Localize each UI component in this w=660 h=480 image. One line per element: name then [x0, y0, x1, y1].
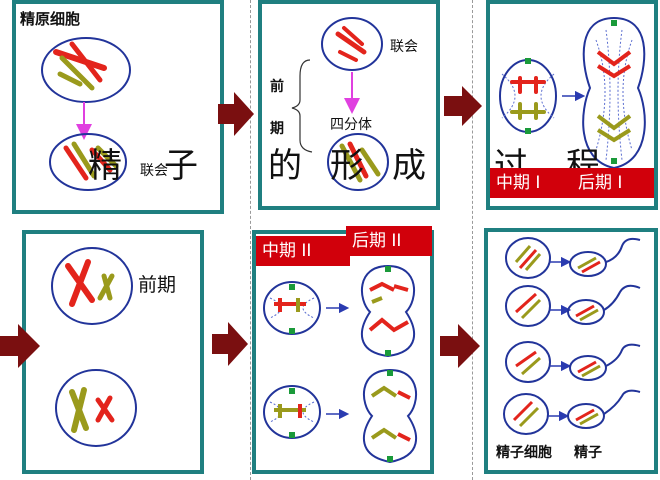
spermatid-row-1 [505, 237, 641, 279]
tetrad-cell [327, 133, 389, 191]
spermatid-row-2 [505, 284, 641, 327]
synapsis-cell-2 [321, 17, 383, 71]
flow-arrow-5 [440, 324, 480, 368]
panel-prophase-ii [22, 230, 204, 474]
metaphase-i-cell [499, 58, 557, 134]
sperm-label: 精子 [574, 445, 602, 461]
synapsis-label-1: 联会 [140, 163, 168, 179]
anaphase-ii-cell-1 [360, 264, 416, 358]
prophase-ii-label: 前期 [138, 274, 177, 296]
anaphase-i-label: 后期 I [572, 168, 654, 198]
anaphase-ii-label: 后期 II [346, 226, 432, 256]
prophase-ii-cell-2 [55, 369, 137, 447]
flow-arrow-2 [444, 86, 482, 126]
metaphase-ii-cell-2 [263, 385, 321, 439]
guide-line [250, 0, 251, 480]
spermatogonium-cell [41, 37, 131, 103]
flow-arrow-4 [212, 322, 248, 366]
title-char-2: 子 [164, 146, 198, 186]
synapsis-cell-1 [49, 133, 127, 191]
metaphase-i-label: 中期 I [490, 168, 572, 198]
title-char-5: 成 [392, 146, 426, 186]
metaphase-ii-cell-1 [263, 281, 321, 335]
flow-arrow-3 [0, 324, 40, 368]
tetrad-label: 四分体 [330, 117, 372, 133]
spermatogonium-label: 精原细胞 [20, 10, 81, 28]
synapsis-label-2: 联会 [390, 39, 418, 55]
flow-arrow-1 [218, 92, 254, 136]
title-char-3: 的 [268, 146, 302, 186]
spermatid-label: 精子细胞 [496, 445, 552, 461]
spermatid-row-4 [503, 389, 641, 435]
anaphase-ii-cell-2 [362, 368, 418, 464]
guide-line [472, 0, 473, 480]
prophase-char-2: 期 [270, 121, 284, 137]
prophase-ii-cell-1 [51, 247, 133, 325]
title-char-1: 精 [88, 146, 122, 186]
prophase-char-1: 前 [270, 79, 284, 95]
metaphase-ii-label: 中期 II [256, 236, 350, 266]
brace [291, 59, 313, 153]
spermatid-row-3 [505, 341, 641, 383]
title-char-4: 形 [330, 146, 364, 186]
